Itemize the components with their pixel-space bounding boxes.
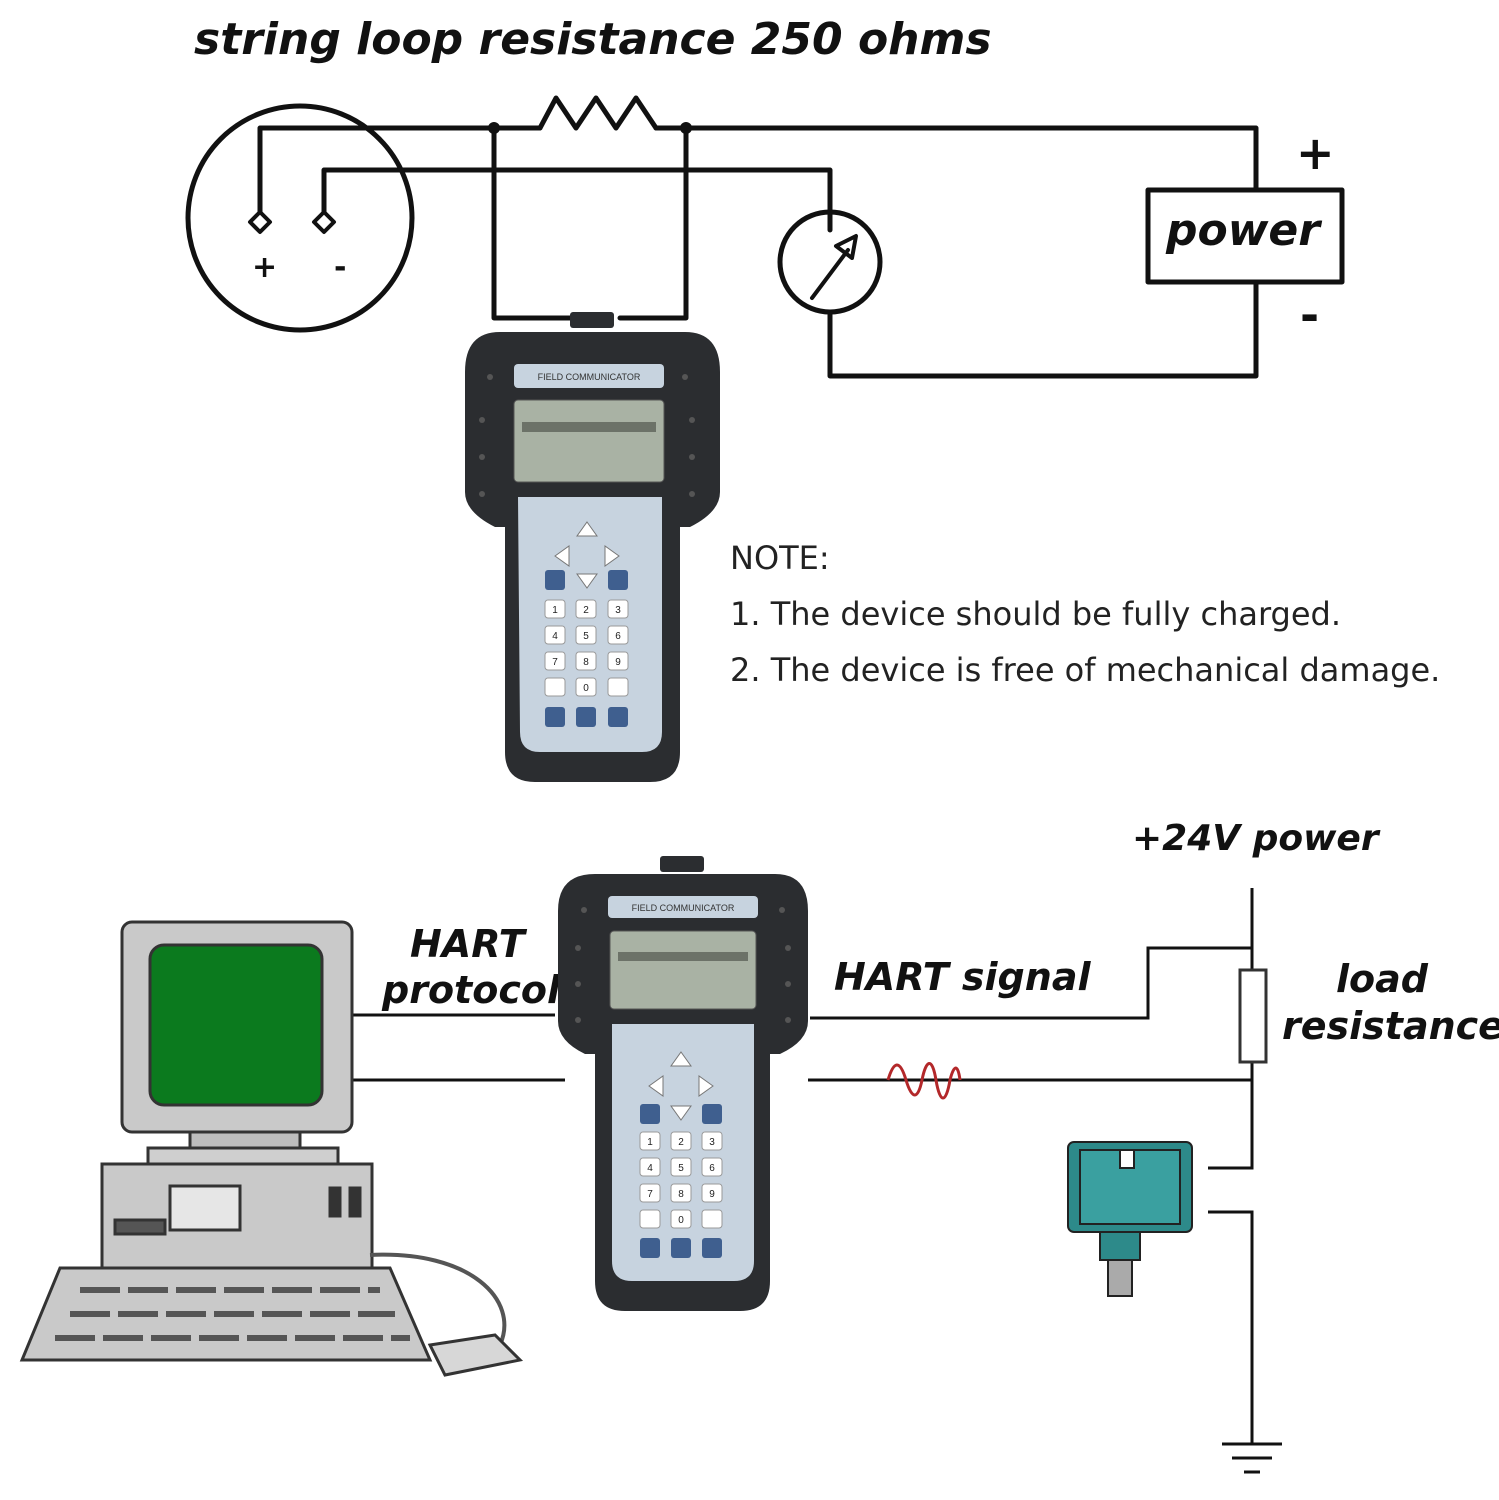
key-0-b: 0	[678, 1215, 684, 1226]
loop-resistor	[537, 95, 659, 131]
key-6: 6	[615, 631, 621, 642]
key-2-b: 2	[678, 1137, 684, 1148]
monitor-screen	[148, 943, 324, 1107]
power-plus-sign: +	[1296, 126, 1335, 180]
field-communicator-top: FIELD COMMUNICATOR 1 2 3 4 5 6 7 8 9 0	[465, 312, 720, 782]
note-item-2: 2. The device is free of mechanical dama…	[730, 651, 1441, 689]
key-7-b: 7	[647, 1189, 653, 1200]
pressure-transmitter	[1067, 1141, 1193, 1297]
key-5-b: 5	[678, 1163, 684, 1174]
wire-top-plus	[257, 125, 543, 215]
load-resistor	[1238, 968, 1268, 1064]
transmitter-plus-sign: +	[252, 250, 278, 285]
transmitter-circle	[185, 103, 415, 333]
key-3: 3	[615, 605, 621, 616]
wire-tap-right	[617, 125, 689, 321]
wire-top-minus	[321, 167, 833, 233]
key-4: 4	[552, 631, 558, 642]
hart-signal-label: HART signal	[834, 955, 1091, 999]
hart-signal-wave-icon	[886, 1062, 962, 1100]
key-1: 1	[552, 605, 558, 616]
key-1-b: 1	[647, 1137, 653, 1148]
wire-resistor-to-power	[653, 125, 1259, 193]
loop-resistance-title: string loop resistance 250 ohms	[194, 14, 992, 65]
mouse-cable	[369, 1252, 507, 1346]
note-item-1: 1. The device should be fully charged.	[730, 595, 1342, 633]
power-box	[1145, 187, 1345, 285]
device-top-label: FIELD COMMUNICATOR	[538, 372, 641, 382]
note-heading: NOTE:	[730, 539, 830, 577]
key-8-b: 8	[678, 1189, 684, 1200]
key-4-b: 4	[647, 1163, 653, 1174]
key-9: 9	[615, 657, 621, 668]
key-5: 5	[583, 631, 589, 642]
key-9-b: 9	[709, 1189, 715, 1200]
terminal-plus-icon	[248, 210, 272, 234]
terminal-minus-icon	[312, 210, 336, 234]
key-7: 7	[552, 657, 558, 668]
key-3-b: 3	[709, 1137, 715, 1148]
load-resistance-label-line2: resistance	[1282, 1004, 1499, 1048]
ground-symbol-icon	[1222, 1442, 1282, 1474]
transmitter-minus-sign: -	[334, 250, 347, 285]
supply-voltage-label: +24V power	[1132, 818, 1379, 859]
wire-ammeter-bottom	[827, 279, 1259, 379]
computer	[19, 920, 524, 1377]
ground-rail	[1208, 1210, 1254, 1444]
wire-comm-to-loop-top	[810, 946, 1252, 1020]
note-block: NOTE: 1. The device should be fully char…	[730, 530, 1440, 698]
device-bottom-label: FIELD COMMUNICATOR	[632, 903, 735, 913]
load-resistance-label-line1: load	[1336, 957, 1428, 1001]
power-minus-sign: -	[1300, 288, 1320, 342]
wire-tap-left	[491, 125, 583, 321]
mouse	[427, 1333, 524, 1377]
hart-protocol-label-line1: HART	[410, 922, 525, 966]
key-6-b: 6	[709, 1163, 715, 1174]
ammeter-arrow-icon	[810, 234, 858, 300]
hart-protocol-label-line2: protocol	[382, 968, 560, 1012]
key-8: 8	[583, 657, 589, 668]
power-box-label: power	[1166, 205, 1320, 256]
key-2: 2	[583, 605, 589, 616]
field-communicator-bottom: FIELD COMMUNICATOR 1 2 3 4 5 6 7 8 9 0	[558, 856, 808, 1311]
key-0: 0	[583, 683, 589, 694]
